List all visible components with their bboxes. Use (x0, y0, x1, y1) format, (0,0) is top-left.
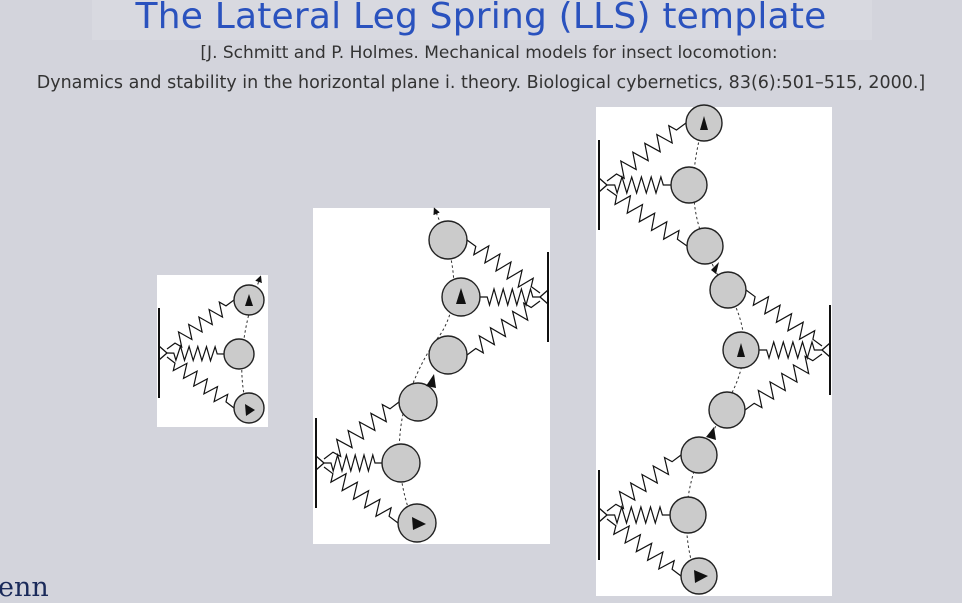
leg-spring (606, 188, 688, 247)
body-mass (428, 220, 468, 260)
body-mass (428, 335, 468, 375)
leg-spring (166, 356, 235, 409)
body-mass (670, 166, 708, 204)
heading-arrow (245, 294, 253, 306)
leg-spring (466, 239, 541, 294)
body-mass (709, 271, 747, 309)
slide-title: The Lateral Leg Spring (LLS) template (135, 0, 827, 37)
panel-three-stances (596, 104, 832, 596)
citation-line-1: [J. Schmitt and P. Holmes. Mechanical mo… (200, 43, 778, 63)
diagram-panel-2 (313, 208, 550, 544)
citation-line-2: Dynamics and stability in the horizontal… (36, 73, 926, 93)
body-mass (223, 338, 255, 370)
heading-arrow (426, 374, 436, 388)
leg-spring (166, 344, 225, 363)
leg-spring (323, 401, 400, 460)
heading-arrow (412, 517, 426, 530)
body-mass (686, 227, 724, 265)
heading-arrow (711, 262, 719, 274)
leg-spring (745, 289, 823, 347)
body-mass (680, 436, 718, 474)
panel-two-stances (313, 207, 550, 544)
heading-arrow (737, 343, 745, 357)
leg-spring (606, 518, 682, 577)
leg-spring (323, 466, 399, 524)
heading-arrow (245, 404, 255, 416)
leg-spring (466, 300, 541, 356)
body-mass (708, 391, 746, 429)
leg-spring (324, 452, 382, 474)
com-trajectory (685, 107, 745, 578)
leg-spring (606, 454, 682, 512)
leg-spring (480, 286, 540, 308)
leg-spring (607, 504, 670, 526)
panel-one-stance (157, 275, 268, 427)
diagram-panel-3 (596, 107, 832, 596)
title-band (92, 0, 872, 40)
leg-spring (607, 174, 671, 196)
heading-arrow (706, 427, 716, 440)
body-mass (669, 496, 707, 534)
heading-arrow (700, 116, 708, 130)
leg-spring (759, 339, 822, 361)
heading-arrow (694, 570, 708, 583)
leg-spring (744, 353, 823, 411)
logo-fragment: enn (0, 572, 49, 603)
leg-spring (606, 122, 687, 182)
body-mass (398, 382, 438, 422)
leg-spring (166, 299, 235, 350)
heading-arrow (456, 288, 466, 304)
body-mass (381, 443, 421, 483)
